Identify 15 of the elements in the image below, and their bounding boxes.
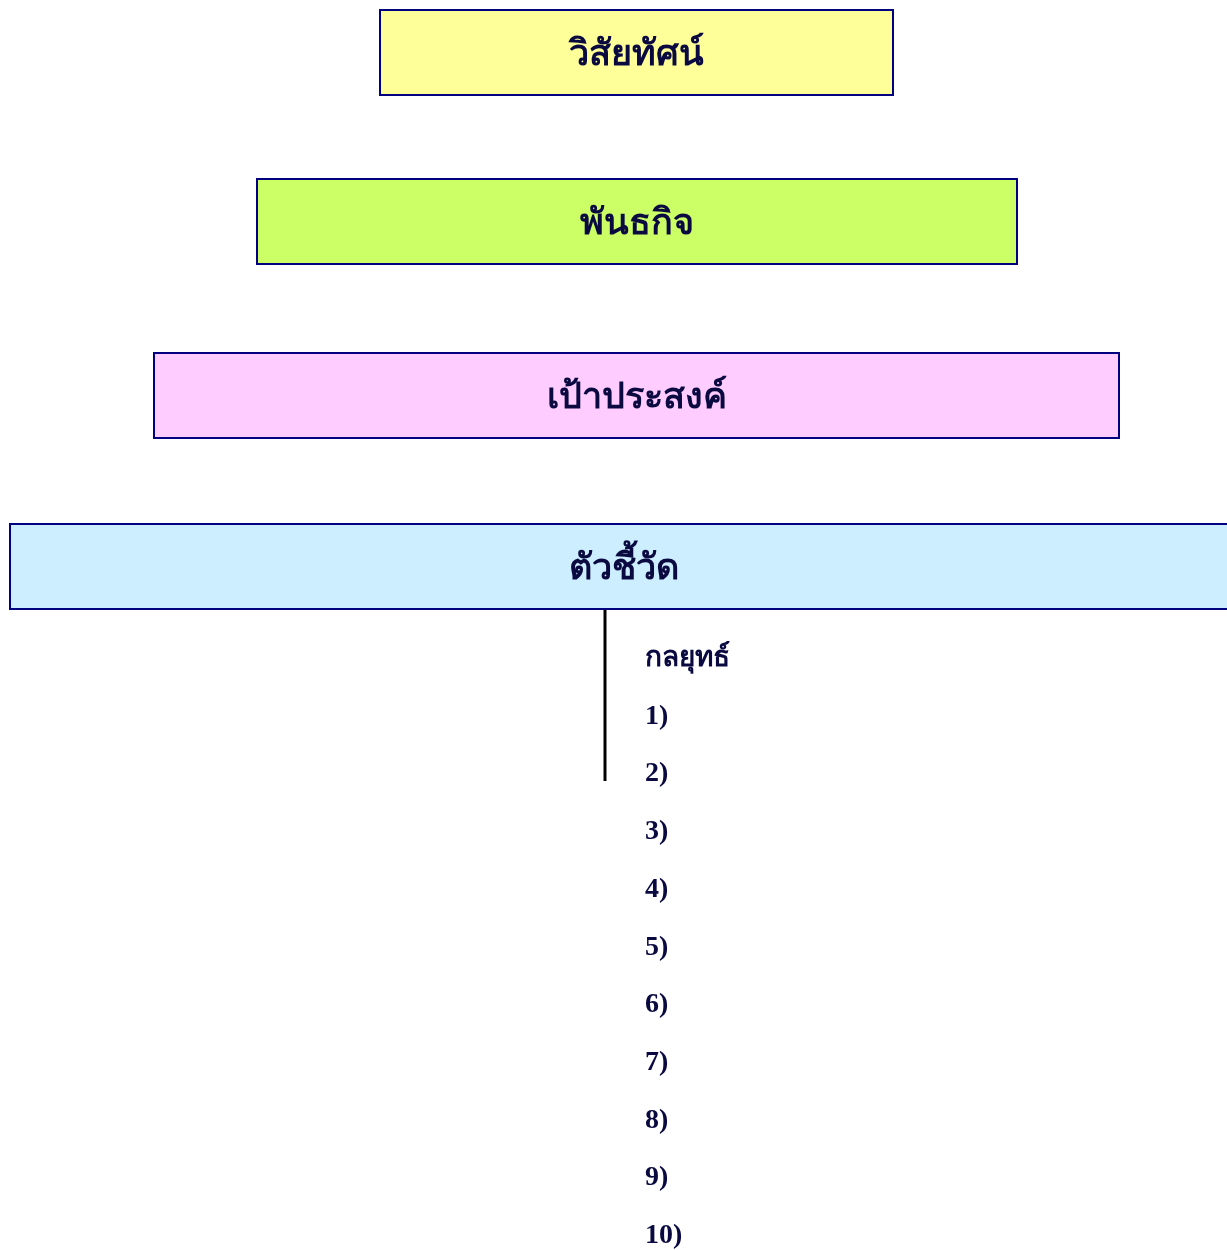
- list-number: 2): [645, 755, 669, 790]
- list-number: 7): [645, 1043, 669, 1078]
- list-heading: กลยุทธ์: [645, 640, 730, 674]
- heading-box: ตัวชี้วัด: [9, 523, 1227, 610]
- list-number: 10): [645, 1217, 683, 1250]
- list-number: 5): [645, 928, 669, 963]
- list-number: 9): [645, 1159, 669, 1194]
- list-number: 6): [645, 986, 669, 1021]
- heading-box: วิสัยทัศน์: [379, 9, 894, 96]
- heading-box: เป้าประสงค์: [153, 352, 1120, 439]
- list-number: 4): [645, 870, 669, 905]
- heading-box: พันธกิจ: [256, 178, 1018, 265]
- list-number: 3): [645, 813, 669, 848]
- list-number: 8): [645, 1101, 669, 1136]
- list-number: 1): [645, 697, 669, 732]
